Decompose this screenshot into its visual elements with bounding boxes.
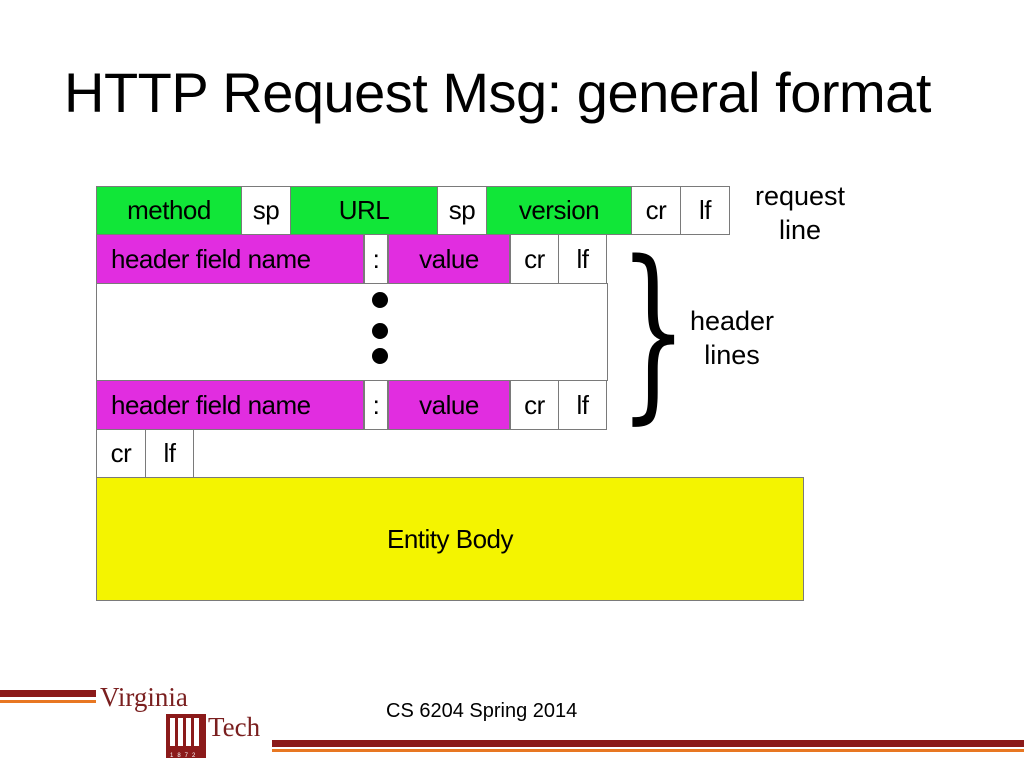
header-colon: : [364, 234, 388, 284]
request-line-label-line2: line [778, 215, 822, 245]
footer-bar: Virginia 1872 Tech [0, 682, 1024, 759]
footer-course-text: CS 6204 Spring 2014 [386, 700, 578, 722]
cr-field: cr [631, 186, 681, 235]
header-field-name: header field name [96, 380, 364, 430]
blank-line-lf: lf [145, 429, 194, 478]
ellipsis-dot [372, 323, 388, 339]
footer-stripe-maroon-left [0, 690, 96, 697]
vt-logo-icon [166, 714, 206, 758]
slide-title: HTTP Request Msg: general format [64, 61, 931, 124]
footer-stripe-maroon-right [272, 740, 1024, 747]
ellipsis-dot [372, 292, 388, 308]
header-cr: cr [510, 380, 559, 430]
curly-brace-icon: } [618, 221, 688, 442]
header-lines-label-line1: header [689, 306, 775, 336]
header-continuation-area [96, 283, 608, 381]
request-line-label-line1: request [754, 181, 846, 211]
sp-field-2: sp [437, 186, 487, 235]
header-colon: : [364, 380, 388, 430]
url-field: URL [290, 186, 438, 235]
header-lines-label-line2: lines [704, 340, 760, 370]
header-cr: cr [510, 234, 559, 284]
lf-field: lf [680, 186, 730, 235]
header-value: value [388, 234, 510, 284]
header-lf: lf [558, 234, 607, 284]
footer-stripe-orange-right [272, 749, 1024, 752]
header-lf: lf [558, 380, 607, 430]
header-field-name: header field name [96, 234, 364, 284]
ellipsis-dot [372, 348, 388, 364]
method-field: method [96, 186, 242, 235]
footer-stripe-orange-left [0, 700, 96, 703]
request-line-label: request line [748, 179, 852, 247]
version-field: version [486, 186, 632, 235]
header-value: value [388, 380, 510, 430]
logo-text-virginia: Virginia [100, 682, 188, 712]
sp-field-1: sp [241, 186, 291, 235]
logo-text-tech: Tech [208, 712, 261, 742]
header-lines-label: header lines [684, 304, 780, 372]
blank-line-cr: cr [96, 429, 146, 478]
entity-body: Entity Body [96, 477, 804, 601]
logo-year: 1872 [170, 753, 199, 759]
